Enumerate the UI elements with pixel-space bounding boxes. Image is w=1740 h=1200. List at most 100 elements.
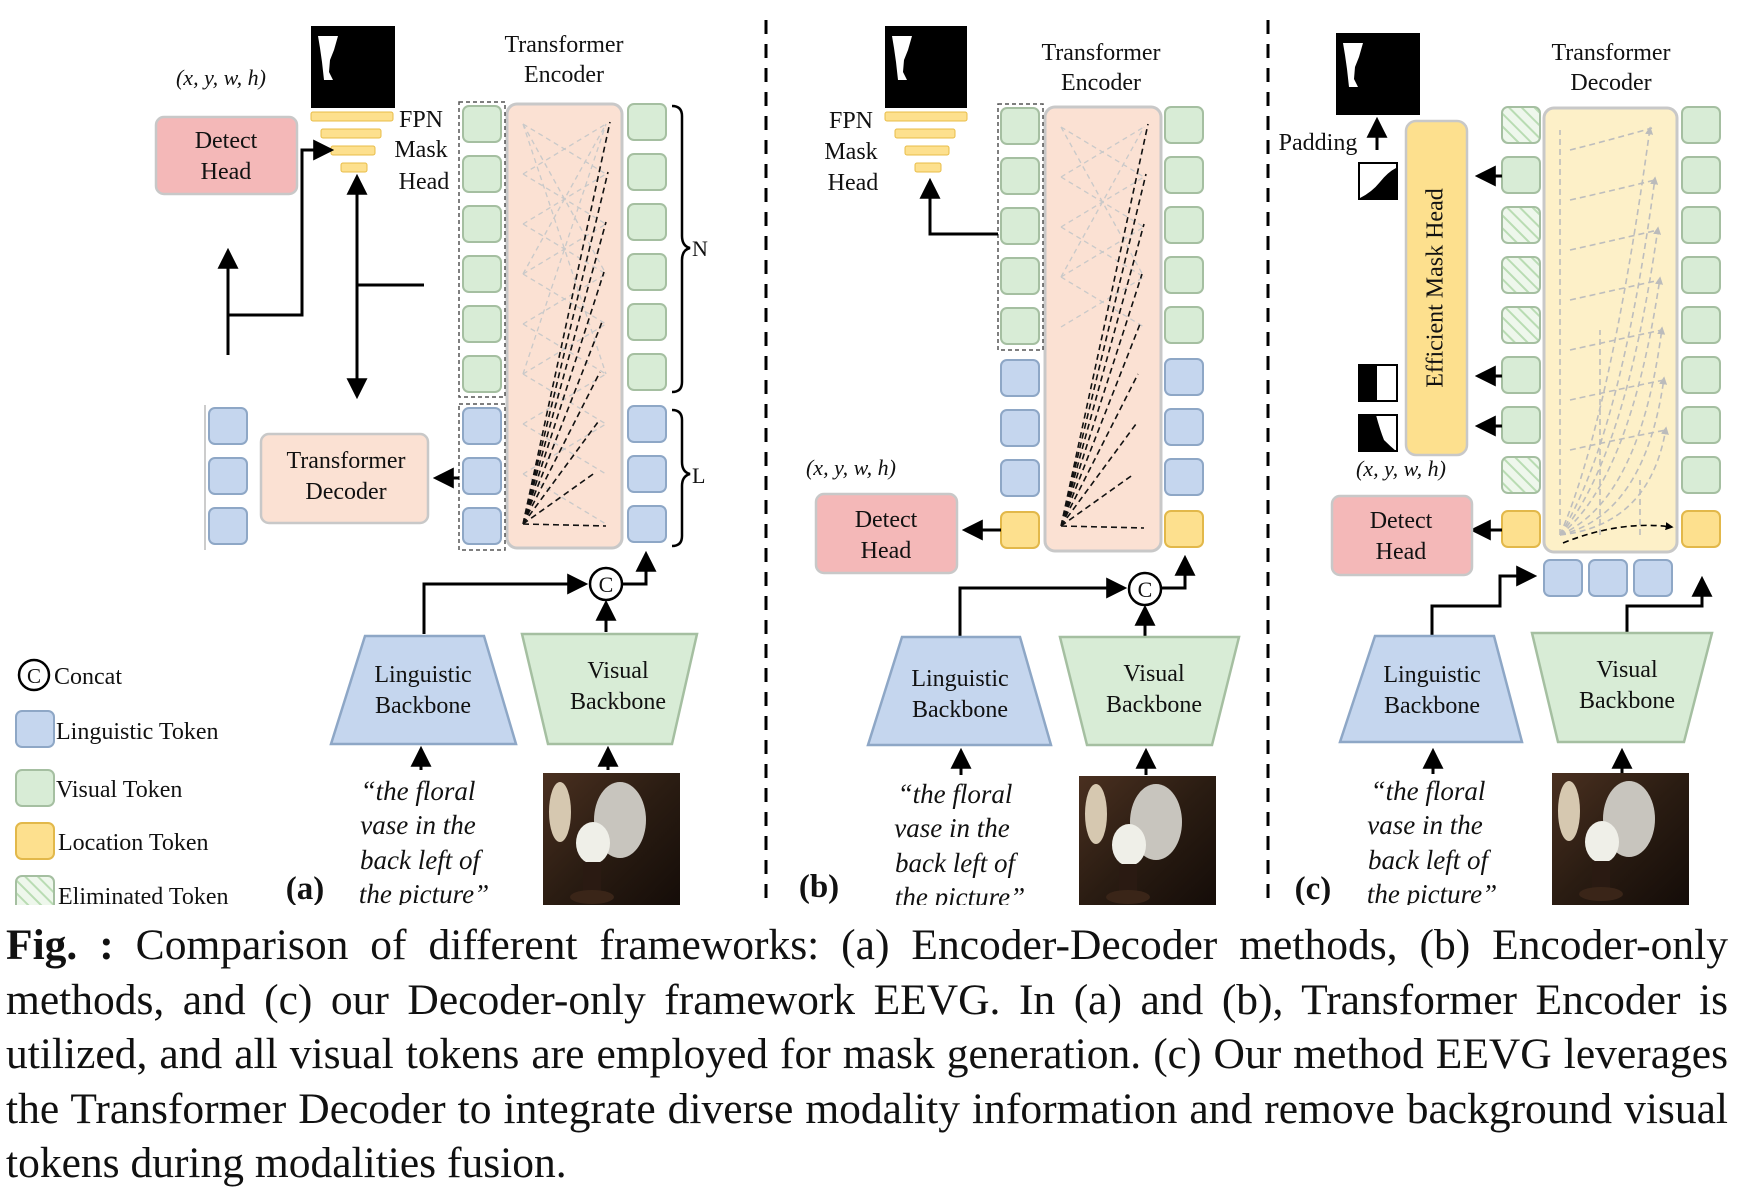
transformer-decoder-a [259,432,430,525]
bbox-label: (x, y, w, h) [806,455,896,480]
caption-prefix: Fig. : [6,921,114,969]
encoder-title: Encoder [524,62,604,88]
query-text: the picture” [359,879,489,905]
input-linguistic-tokens [1000,359,1040,497]
flow-arrows-b [919,177,1196,775]
n-brace [671,104,691,394]
concat-symbol: C [599,572,614,597]
detect-head-label: Head [1376,539,1427,565]
legend-concat-icon [17,658,51,692]
legend-label: Linguistic Token [56,719,219,745]
linguistic-backbone-label: Linguistic [911,666,1008,692]
visual-backbone-b [1058,635,1241,747]
linguistic-backbone-a [329,634,518,746]
input-image-b [1079,776,1216,905]
output-visual-tokens [1681,106,1721,494]
attention-fan [1060,123,1149,529]
input-visual-tokens [462,105,502,393]
visual-token-group [458,101,506,398]
panel-b: Transformer Encoder [799,26,1241,905]
fpn-label: FPN [399,107,443,133]
encoder-title: Encoder [1061,70,1141,96]
decoder-label: Decoder [305,479,386,505]
linguistic-backbone-label: Linguistic [374,662,471,688]
input-location-token [1000,511,1040,549]
panel-tag-b: (b) [799,869,839,905]
attention-mesh [1060,126,1145,328]
linguistic-backbone-label: Linguistic [1383,662,1480,688]
detect-head-label: Head [861,538,912,564]
visual-backbone-label: Backbone [570,689,666,715]
legend-label: Visual Token [56,777,182,803]
output-visual-tokens [1164,106,1204,344]
query-text: back left of [1368,845,1491,875]
output-linguistic-tokens [1164,358,1204,496]
framework-comparison-figure: Transformer Encoder [15,20,1721,905]
legend: C Concat Linguistic Token Visual Token L… [15,658,229,905]
detect-head-label: Detect [855,507,918,533]
output-linguistic-tokens [627,405,667,543]
legend-location-swatch [15,822,55,860]
input-image-a [543,773,680,905]
decoder-title: Transformer [1551,40,1670,66]
query-text: vase in the [360,810,475,840]
linguistic-backbone-label: Backbone [1384,693,1480,719]
efficient-mask-head-label: Efficient Mask Head [1423,188,1449,388]
mask-patches [1358,162,1398,452]
input-location-token [1501,510,1541,548]
visual-token-group [997,103,1044,351]
fpn-label: Mask [824,139,877,165]
visual-backbone-a [520,632,699,746]
visual-backbone-label: Visual [1123,661,1185,687]
transformer-decoder-c [1542,106,1679,554]
visual-backbone-label: Visual [1596,657,1658,683]
visual-backbone-label: Backbone [1106,692,1202,718]
mask-shape [1343,43,1363,87]
fpn-mask-head-layers [884,111,968,173]
query-text: vase in the [1367,810,1482,840]
transformer-encoder-block [505,102,624,550]
encoder-title: Transformer [504,32,623,58]
location-attention [1562,522,1674,544]
linguistic-backbone-label: Backbone [912,697,1008,723]
query-text: the picture” [895,882,1025,905]
visual-backbone-label: Visual [587,658,649,684]
detect-head-label: Detect [1370,508,1433,534]
fpn-label: Mask [394,137,447,163]
l-brace [671,408,691,548]
output-location-token [1681,510,1721,548]
legend-eliminated-swatch [15,875,55,905]
efficient-mask-head [1404,119,1469,457]
legend-label: Location Token [58,830,209,856]
query-text: the picture” [1367,879,1497,905]
caption-text: Comparison of different frameworks: (a) … [6,921,1729,1187]
query-text: “the floral [361,776,476,806]
legend-label: Eliminated Token [58,884,229,905]
flow-arrows-a [217,139,459,489]
l-label: L [692,463,705,488]
flow-arrows-c [1366,116,1713,774]
mask-shape [318,36,338,80]
detect-head-a [154,115,299,196]
query-text: back left of [895,848,1018,878]
detect-head-c [1330,494,1474,577]
query-text: vase in the [894,813,1009,843]
fpn-mask-head-layers [310,111,394,173]
output-location-token [1164,510,1204,548]
figure-caption: Fig. : Comparison of different framework… [6,918,1728,1191]
linguistic-backbone-label: Backbone [375,693,471,719]
legend-label: Concat [54,664,122,690]
panel-c: Transformer Decoder [1279,33,1721,905]
legend-concat-symbol: C [27,664,41,688]
detect-head-label: Detect [195,128,258,154]
panel-a: Transformer Encoder [154,26,708,905]
bbox-label: (x, y, w, h) [176,65,266,90]
input-linguistic-tokens [462,407,502,545]
padding-label: Padding [1279,130,1358,156]
encoder-title: Transformer [1041,40,1160,66]
panel-tag-c: (c) [1295,871,1332,905]
n-label: N [692,236,708,261]
output-visual-tokens [627,103,667,391]
panel-tag-a: (a) [286,871,324,905]
visual-backbone-c [1530,631,1714,744]
